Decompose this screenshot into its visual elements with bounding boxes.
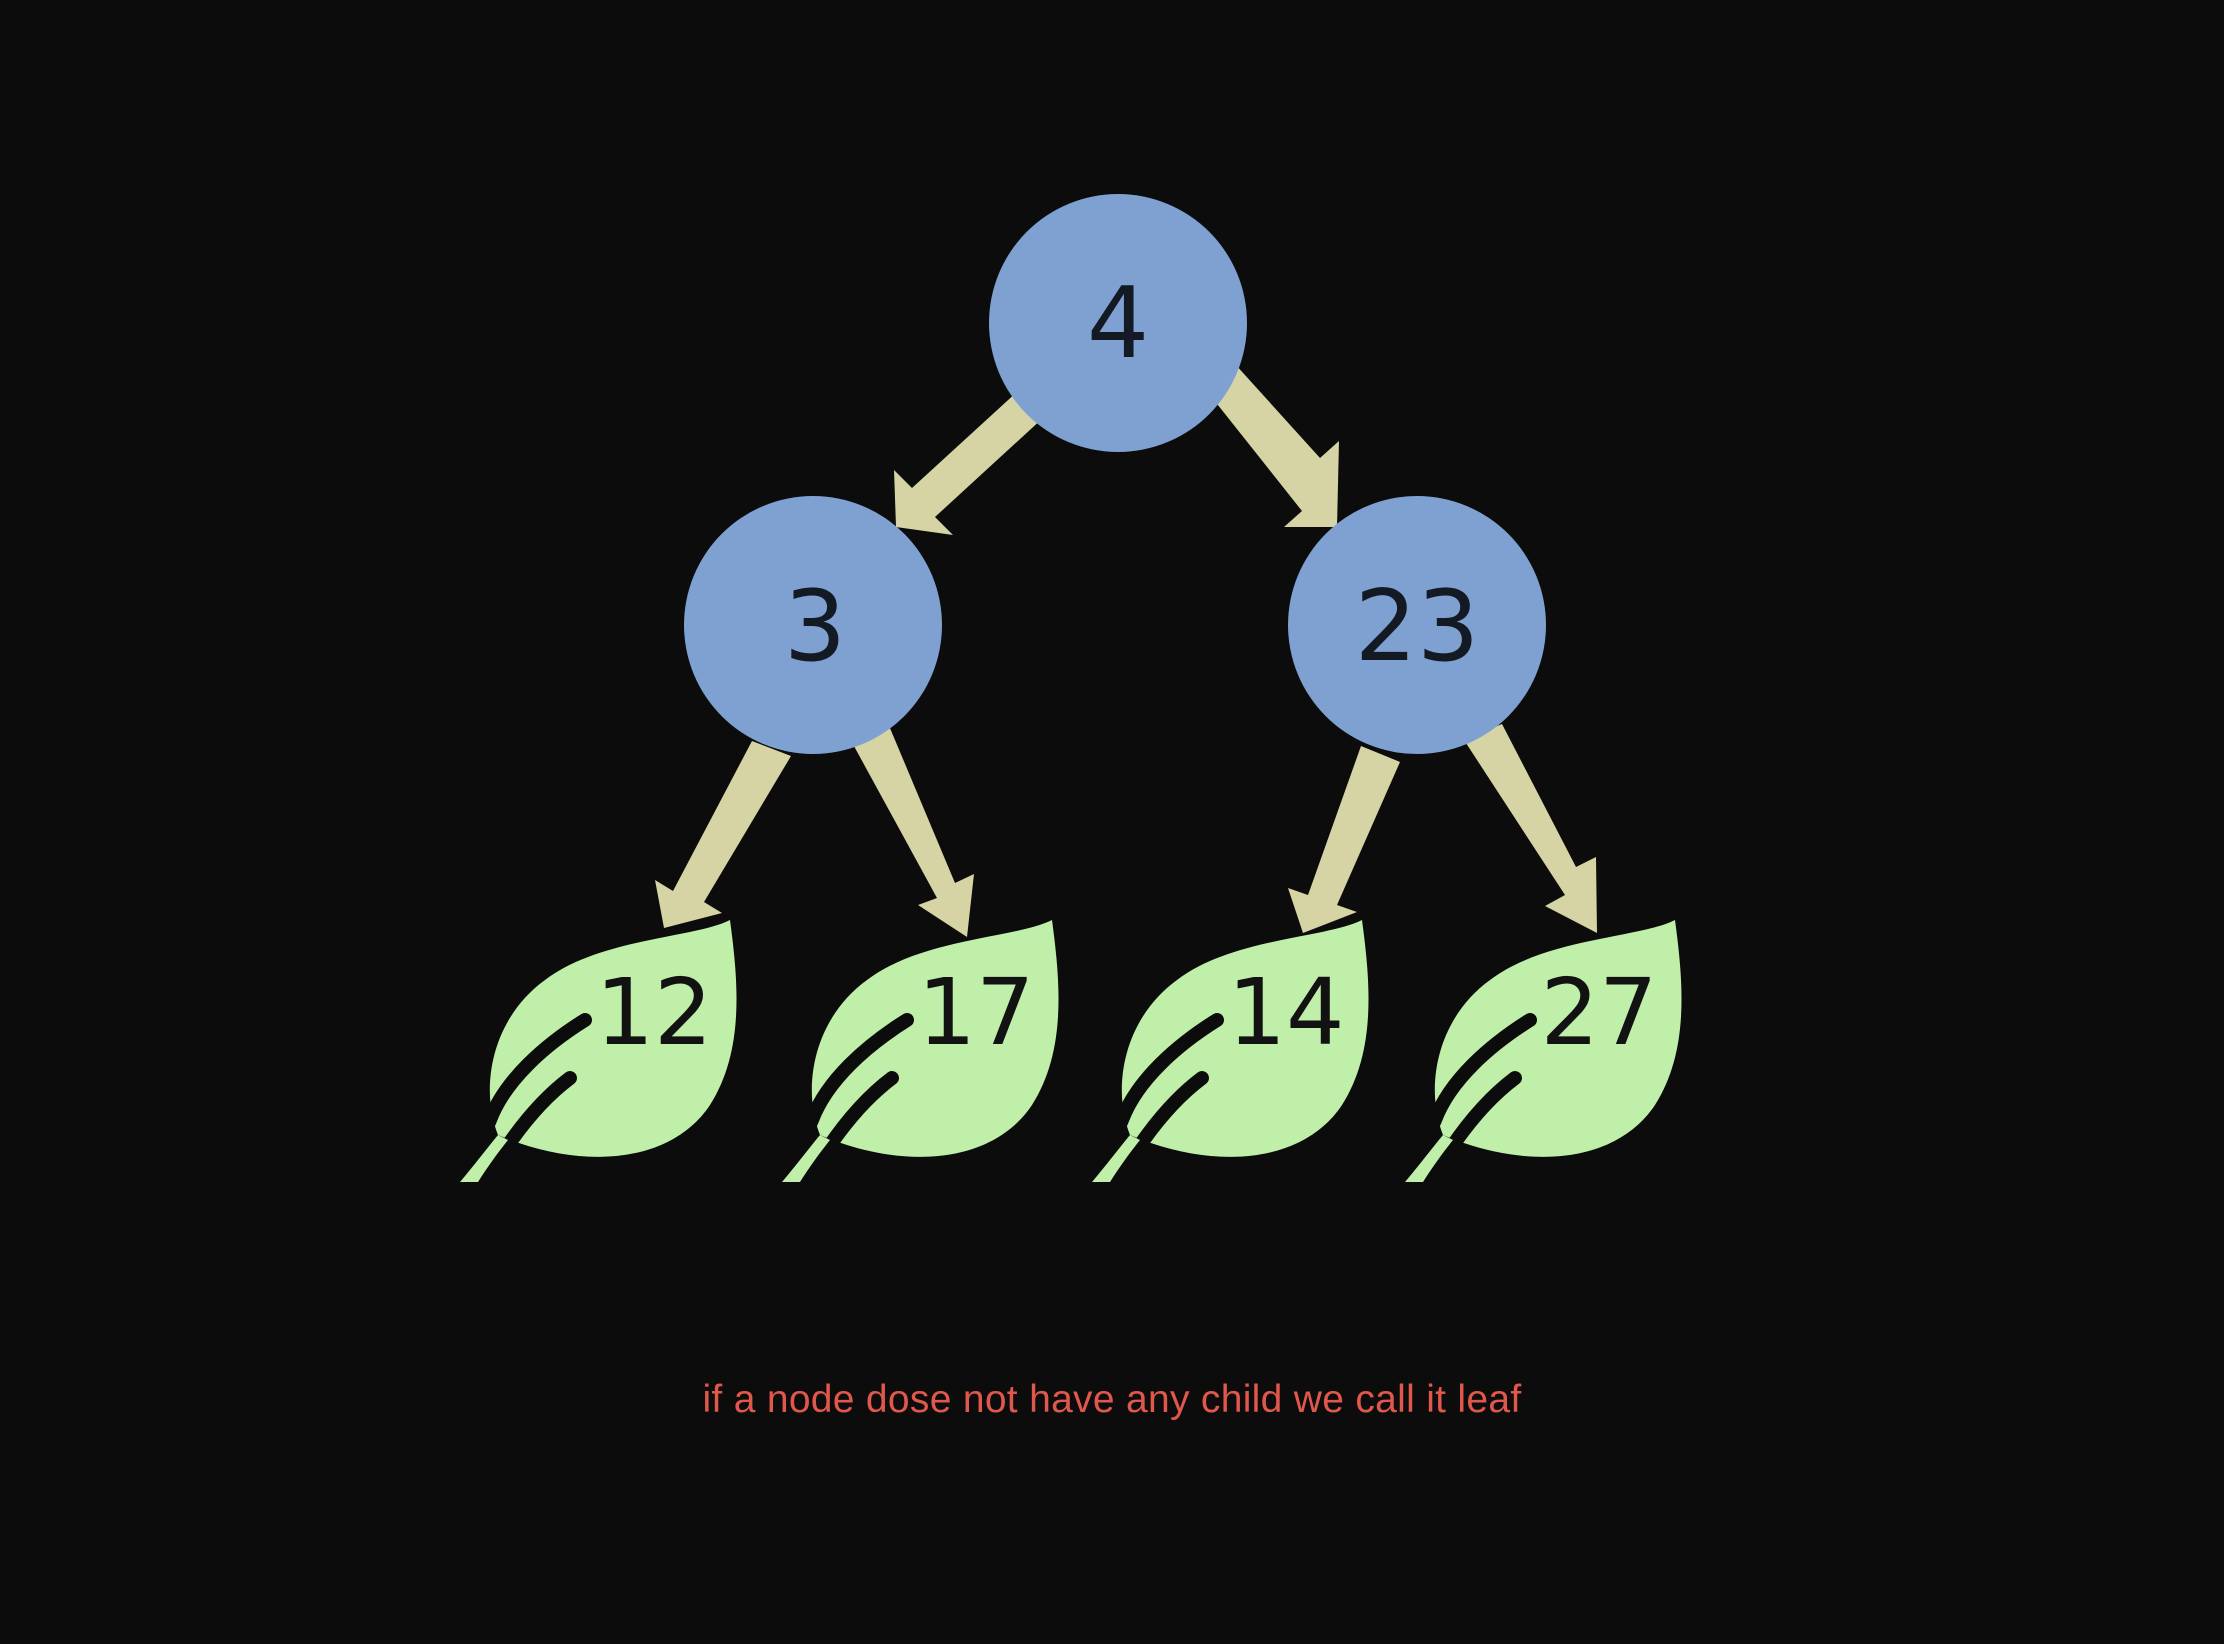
- node-left-label: 3: [784, 570, 846, 684]
- leaf-node-27: 27: [1390, 920, 1682, 1189]
- node-left: 3: [684, 496, 942, 754]
- edge-arrow-root-to-left: [894, 391, 1044, 535]
- leaf-label-14: 14: [1227, 959, 1344, 1066]
- leaf-label-12: 12: [595, 959, 712, 1066]
- leaf-label-17: 17: [917, 959, 1034, 1066]
- node-root: 4: [989, 194, 1247, 452]
- leaf-icon: [1390, 920, 1682, 1189]
- leaf-node-14: 14: [1077, 920, 1369, 1189]
- edge-arrow-3-to-17: [849, 721, 974, 937]
- edge-arrow-root-to-right: [1206, 364, 1339, 527]
- edges: [655, 364, 1597, 937]
- edge-arrow-23-to-27: [1464, 724, 1597, 933]
- node-right-label: 23: [1355, 570, 1480, 684]
- leaf-icon: [1077, 920, 1369, 1189]
- leaf-label-27: 27: [1540, 959, 1657, 1066]
- nodes: 4 3 23: [684, 194, 1546, 754]
- leaf-icon: [445, 920, 737, 1189]
- node-root-label: 4: [1087, 267, 1149, 381]
- leaf-icon: [767, 920, 1059, 1189]
- edge-arrow-23-to-14: [1288, 746, 1400, 933]
- caption-text: if a node dose not have any child we cal…: [702, 1378, 1522, 1421]
- node-right: 23: [1288, 496, 1546, 754]
- leaves: 12 17 14 27: [445, 920, 1682, 1189]
- leaf-node-12: 12: [445, 920, 737, 1189]
- leaf-node-17: 17: [767, 920, 1059, 1189]
- edge-arrow-3-to-12: [655, 741, 791, 928]
